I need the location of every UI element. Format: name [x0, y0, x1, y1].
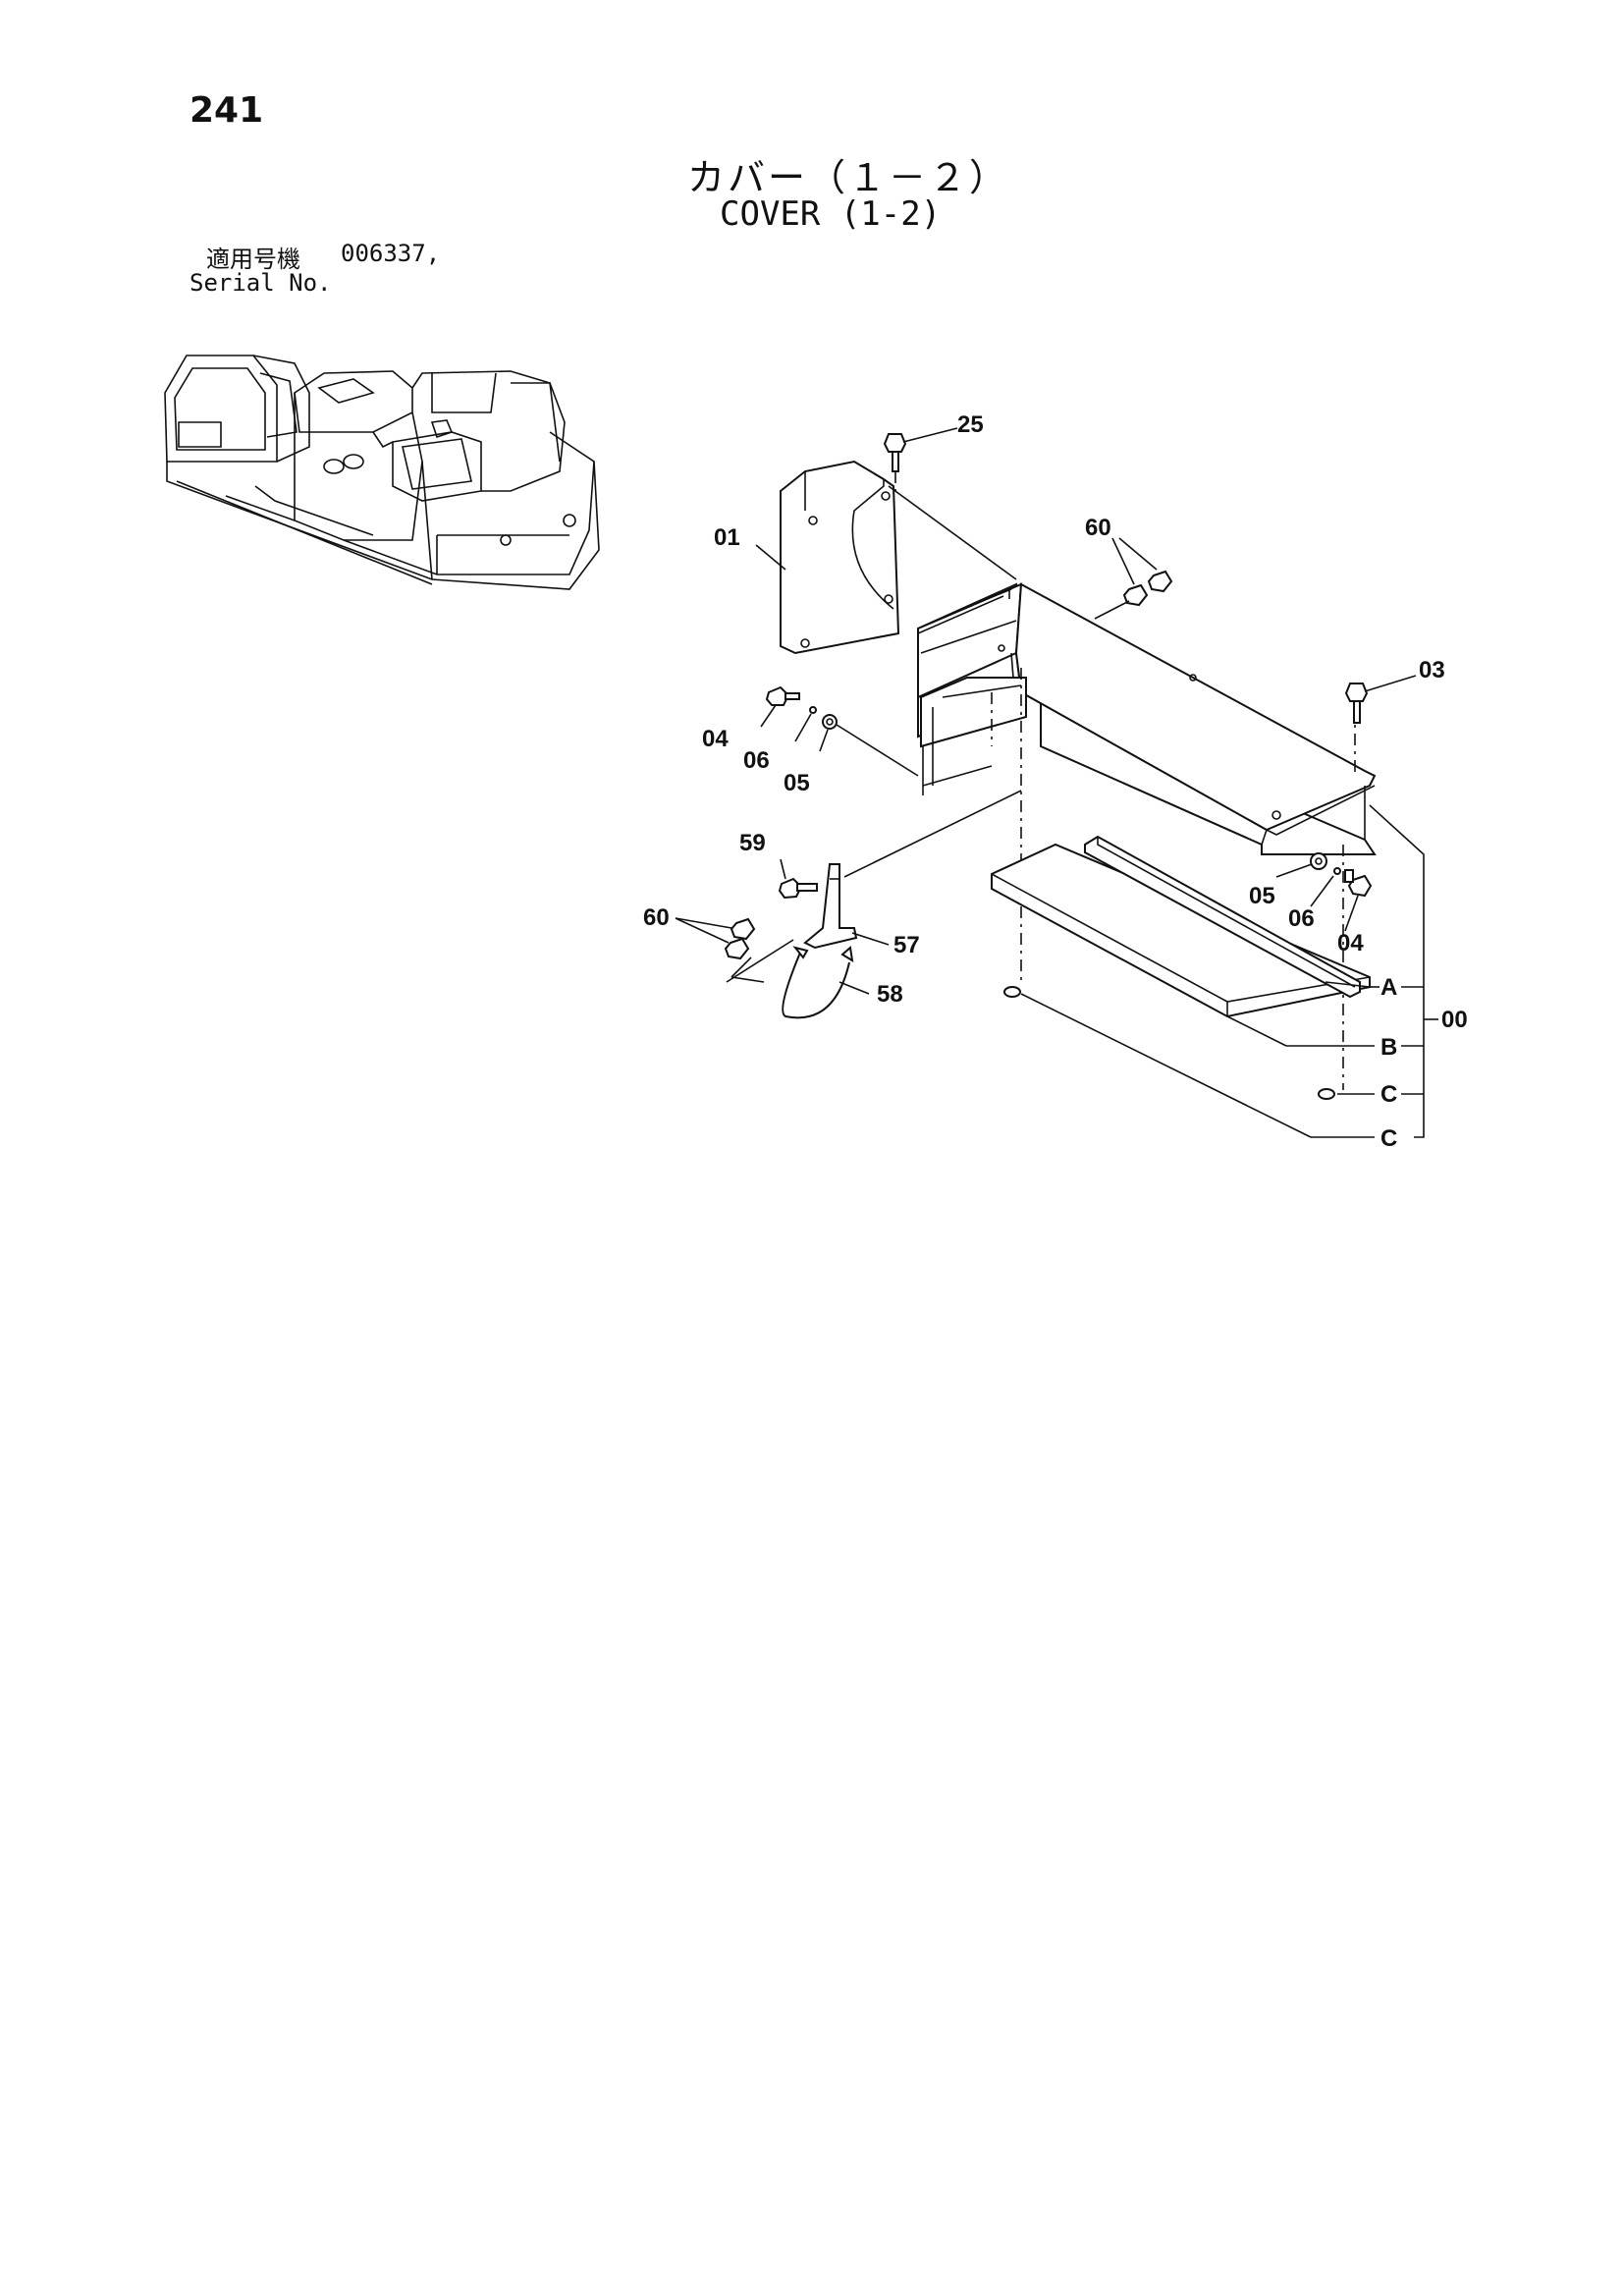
- board-part-B: [1084, 835, 1361, 999]
- page-number: 241: [189, 90, 264, 131]
- nut-part-05-right: [1310, 852, 1327, 870]
- callout-06-left: 06: [743, 747, 770, 774]
- nut-part-05-left: [822, 714, 838, 730]
- assembly-bracket-00: [1369, 804, 1425, 1138]
- callout-59: 59: [739, 830, 766, 856]
- serial-number-value: 006337,: [341, 240, 441, 267]
- washer-part-06-left: [809, 706, 817, 714]
- bolt-part-59: [778, 877, 818, 900]
- callout-00: 00: [1441, 1007, 1468, 1033]
- bracket-part-57: [803, 863, 858, 950]
- callout-03: 03: [1419, 657, 1445, 683]
- callout-04-right: 04: [1337, 930, 1364, 957]
- callout-C-lower: C: [1380, 1125, 1397, 1152]
- callout-01: 01: [714, 524, 740, 551]
- page-title-japanese: カバー（１－２）: [687, 156, 1010, 199]
- washer-part-C-left: [1003, 986, 1021, 998]
- callout-06-right: 06: [1288, 905, 1315, 932]
- bolt-part-04-right: [1344, 869, 1373, 898]
- cable-part-58: [782, 946, 854, 1019]
- callout-60-left: 60: [643, 904, 670, 931]
- callout-C-upper: C: [1380, 1081, 1397, 1108]
- callout-05-left: 05: [784, 770, 810, 796]
- callout-58: 58: [877, 981, 903, 1008]
- page-title-english: COVER (1-2): [720, 194, 942, 234]
- nut-part-60-top: [1122, 570, 1173, 607]
- bolt-part-04-left: [765, 685, 800, 706]
- excavator-overview-illustration: [164, 355, 600, 590]
- nut-part-60-left: [724, 917, 756, 960]
- callout-25: 25: [957, 411, 984, 438]
- bolt-part-25: [883, 433, 907, 472]
- serial-label-japanese: 適用号機: [206, 246, 300, 273]
- serial-label-english: Serial No.: [189, 269, 332, 297]
- bolt-part-03: [1344, 683, 1369, 724]
- callout-A: A: [1380, 974, 1397, 1001]
- cover-frame-assembly: [888, 485, 1377, 855]
- washer-part-C-right: [1318, 1088, 1335, 1100]
- callout-60-top: 60: [1085, 515, 1111, 541]
- callout-04-left: 04: [702, 726, 729, 752]
- callout-05-right: 05: [1249, 883, 1275, 909]
- washer-part-06-right: [1333, 867, 1341, 875]
- cover-part-01: [780, 460, 900, 655]
- callout-57: 57: [893, 932, 920, 958]
- callout-B: B: [1380, 1034, 1397, 1061]
